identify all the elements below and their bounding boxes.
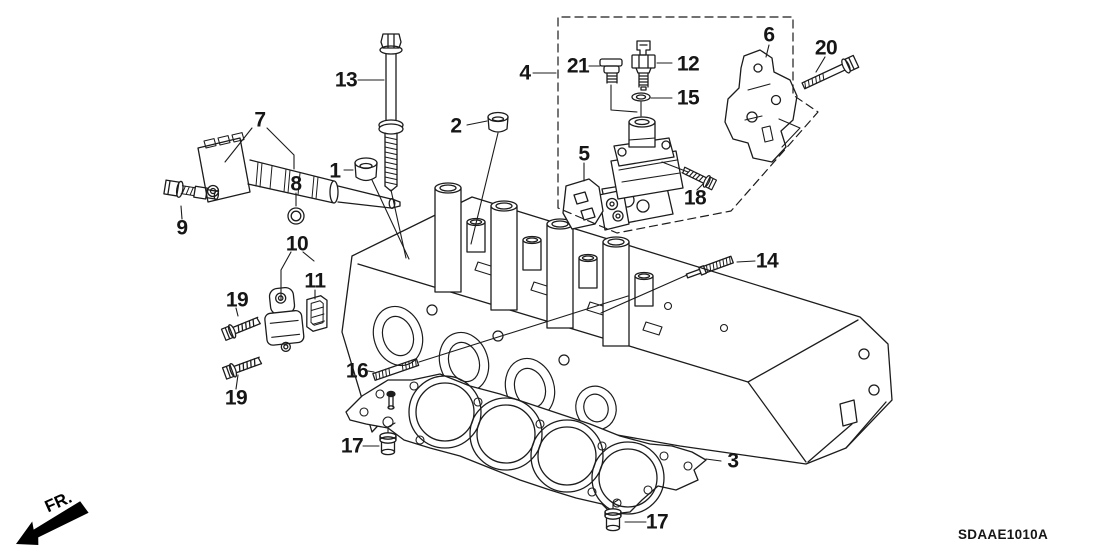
callout-19b: 19	[224, 386, 248, 410]
diagram-code: SDAAE1010A	[958, 527, 1049, 542]
callout-17b: 17	[645, 510, 669, 534]
callout-5: 5	[578, 142, 590, 166]
callout-15: 15	[676, 86, 700, 110]
callout-14: 14	[755, 249, 779, 273]
callout-1: 1	[329, 159, 341, 183]
vtc-spool-valve-drawing	[197, 132, 401, 209]
flange-bolt-19a-drawing	[220, 313, 263, 342]
sensor-seal-drawing	[306, 295, 328, 332]
callout-8: 8	[290, 172, 302, 196]
sealing-washer-drawing	[631, 92, 651, 102]
callout-9: 9	[176, 216, 188, 240]
o-ring-drawing	[287, 207, 305, 225]
callout-17a: 17	[340, 434, 364, 458]
callout-21: 21	[566, 54, 590, 78]
rubber-seal-1-drawing	[354, 157, 378, 182]
callout-6: 6	[763, 23, 775, 47]
cam-sensor-bolt-drawing	[163, 179, 220, 201]
stud-bolt-16-drawing	[372, 358, 420, 381]
callout-13: 13	[334, 68, 358, 92]
callout-12: 12	[676, 52, 700, 76]
oil-jet-pin	[386, 390, 396, 410]
cylinder-bores	[408, 375, 665, 515]
rubber-seal-2-drawing	[487, 111, 509, 133]
callout-4: 4	[519, 61, 531, 85]
dowel-pin-17b-drawing	[604, 508, 622, 532]
callout-16: 16	[345, 359, 369, 383]
spool-valve-assembly-drawing	[598, 116, 689, 231]
oil-pressure-switch-drawing	[631, 40, 656, 91]
leader-lines	[180, 44, 826, 523]
callout-10: 10	[285, 232, 309, 256]
bracket-drawing	[724, 49, 798, 163]
callout-18: 18	[683, 186, 707, 210]
sensor-plug-drawing	[599, 58, 623, 84]
callout-20: 20	[814, 36, 838, 60]
flange-bolt-19b-drawing	[221, 353, 264, 381]
callout-19a: 19	[225, 288, 249, 312]
bracket-bolt-20-drawing	[801, 54, 860, 90]
callout-2: 2	[450, 114, 462, 138]
front-direction-arrow-icon	[16, 501, 89, 546]
cam-position-sensor-drawing	[264, 286, 305, 353]
callout-3: 3	[727, 449, 739, 473]
dowel-pin-17a-drawing	[379, 432, 397, 456]
head-bolt-drawing	[378, 33, 404, 192]
stud-bolt-14-drawing	[685, 255, 734, 279]
valve-gasket-drawing	[562, 178, 604, 230]
callout-7: 7	[254, 108, 266, 132]
callout-11: 11	[304, 269, 326, 293]
valve-guide-towers-front	[434, 182, 630, 347]
